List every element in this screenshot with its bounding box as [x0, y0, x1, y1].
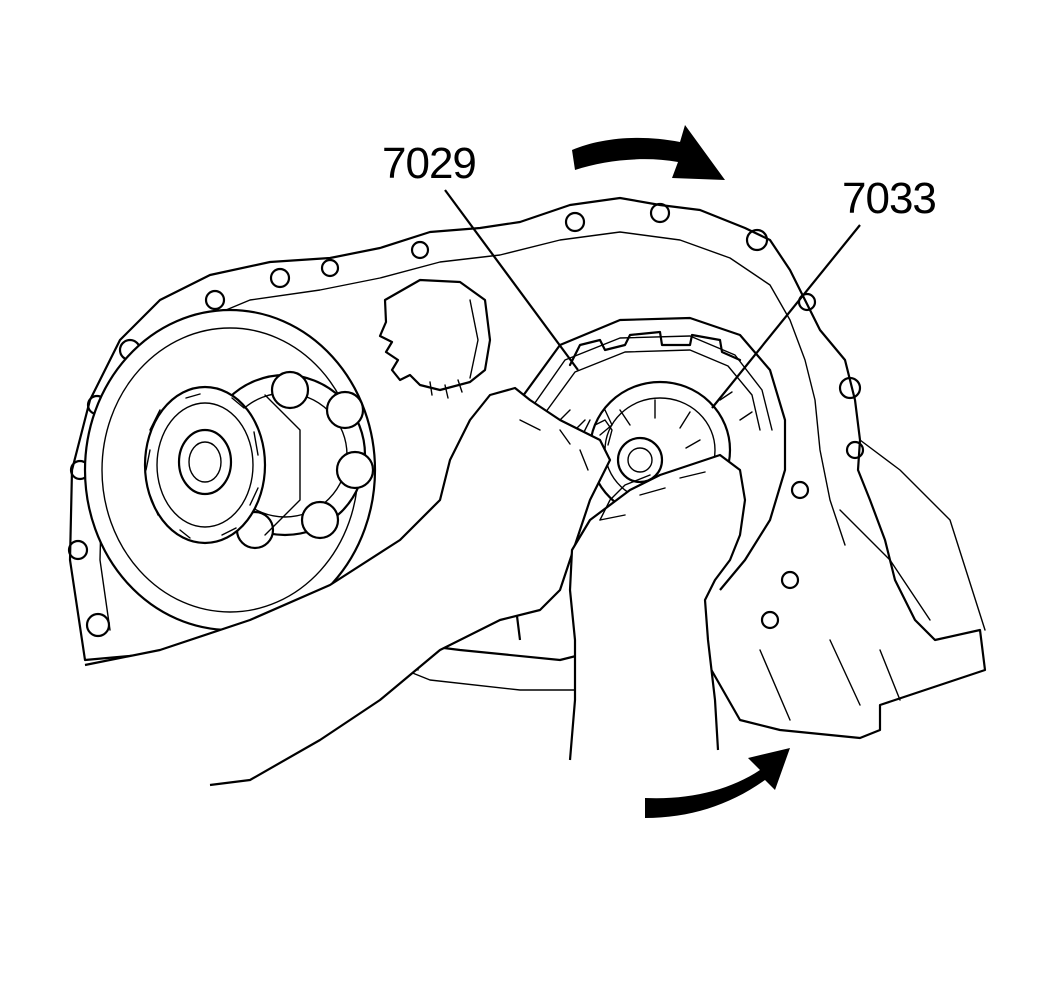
clockwise-arrow-icon [572, 125, 790, 818]
bottom-rotation-arrow-icon [645, 748, 790, 818]
leader-lines [444, 189, 861, 409]
differential-assembly [83, 308, 377, 632]
drive-sprocket [378, 278, 492, 399]
leader-line-left [444, 189, 579, 371]
right-hand [568, 453, 747, 761]
callout-7029: 7029 [382, 139, 476, 188]
leader-line-right [711, 224, 861, 409]
left-hand [84, 386, 613, 787]
top-rotation-arrow-icon [572, 125, 725, 180]
callout-7033: 7033 [842, 174, 936, 223]
